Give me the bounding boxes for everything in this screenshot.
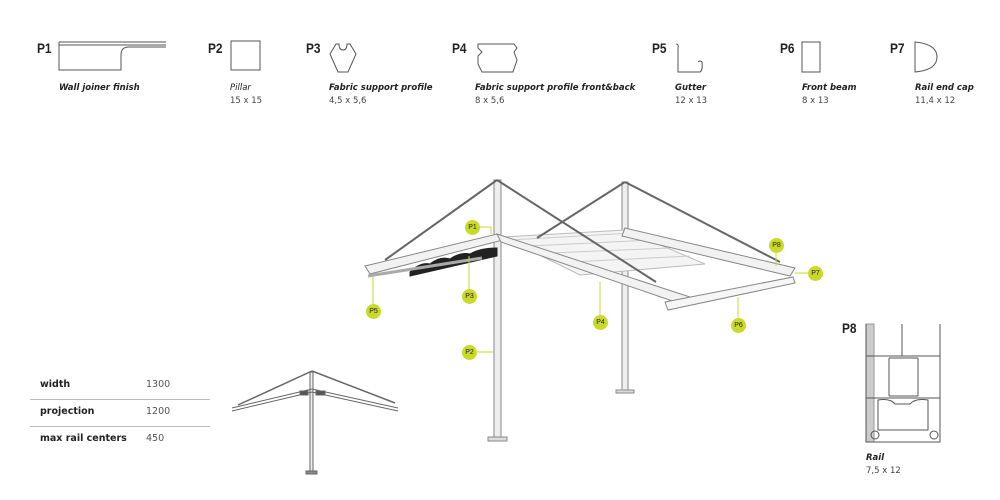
profile-p1-section — [58, 41, 166, 71]
profile-code-p6: P6 — [780, 40, 795, 56]
callout-p5: P5 — [366, 304, 381, 319]
profile-p7-section — [914, 41, 938, 73]
profile-name-p7: Rail end cap — [915, 83, 974, 93]
spec-value: 1300 — [146, 379, 171, 390]
profile-dims-p3: 4,5 x 5,6 — [329, 96, 367, 106]
profile-code-p1: P1 — [37, 40, 52, 56]
profile-p3-section — [329, 43, 357, 73]
callout-leaders — [372, 226, 808, 353]
callout-p4: P4 — [593, 315, 608, 330]
profile-name-p5: Gutter — [675, 83, 707, 93]
profile-p6-section — [801, 41, 821, 73]
profile-code-p5: P5 — [652, 40, 667, 56]
callout-p1: P1 — [465, 220, 480, 235]
profile-name-p3: Fabric support profile — [329, 83, 433, 93]
side-view-drawing — [231, 370, 399, 475]
profile-p4-section — [477, 43, 518, 73]
profile-p8-section — [865, 323, 941, 443]
profile-code-p4: P4 — [452, 40, 467, 56]
profile-code-p3: P3 — [306, 40, 321, 56]
pergola-3d-drawing — [364, 179, 796, 442]
profile-code-p7: P7 — [890, 40, 905, 56]
profile-name-p4: Fabric support profile front&back — [475, 83, 636, 93]
spec-label: width — [40, 379, 71, 390]
spec-value: 450 — [146, 433, 165, 444]
callout-p8: P8 — [769, 238, 784, 253]
profile-dims-p8: 7,5 x 12 — [866, 466, 901, 476]
profile-dims-p6: 8 x 13 — [802, 96, 829, 106]
profile-dims-p2: 15 x 15 — [230, 96, 263, 106]
callout-p2: P2 — [462, 345, 477, 360]
profile-name-p2: Pillar — [230, 83, 251, 93]
spec-row: projection 1200 — [30, 400, 210, 427]
spec-row: max rail centers 450 — [30, 427, 210, 453]
profile-dims-p5: 12 x 13 — [675, 96, 708, 106]
profile-name-p8: Rail — [866, 453, 885, 463]
callout-p6: P6 — [731, 318, 746, 333]
profile-p5-section — [675, 43, 703, 73]
callout-p3: P3 — [462, 289, 477, 304]
spec-label: projection — [40, 406, 95, 417]
spec-row: width 1300 — [30, 373, 210, 400]
profile-name-p1: Wall joiner finish — [59, 83, 140, 93]
spec-value: 1200 — [146, 406, 171, 417]
profile-dims-p4: 8 x 5,6 — [475, 96, 505, 106]
profile-code-p2: P2 — [208, 40, 223, 56]
profile-dims-p7: 11,4 x 12 — [915, 96, 956, 106]
profile-code-p8: P8 — [842, 320, 857, 336]
spec-label: max rail centers — [40, 433, 127, 444]
spec-table: width 1300 projection 1200 max rail cent… — [30, 373, 210, 453]
callout-p7: P7 — [808, 266, 823, 281]
profile-p2-section — [230, 40, 261, 71]
profile-name-p6: Front beam — [802, 83, 857, 93]
